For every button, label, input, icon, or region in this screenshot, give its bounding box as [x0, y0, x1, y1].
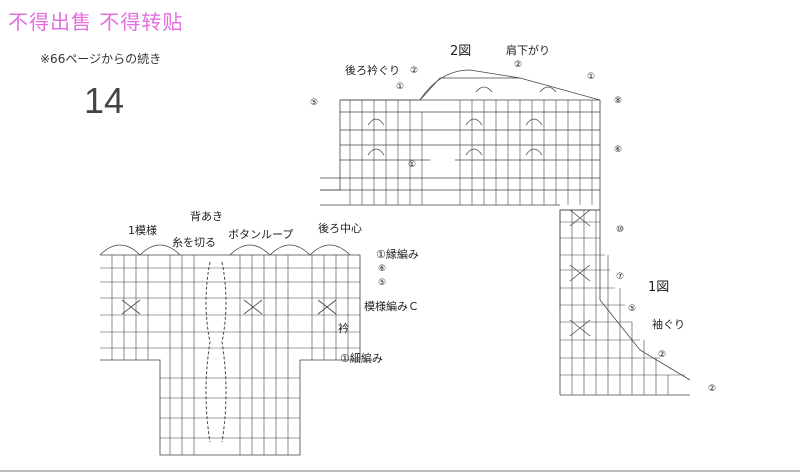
cross-motifs-back: [121, 299, 337, 315]
figure2-left-edge: [320, 100, 341, 191]
row-marker: ⑥: [614, 145, 623, 155]
figure2-outline: [340, 77, 601, 310]
row-marker: ⑤: [378, 278, 387, 288]
figure1-title: 1図: [648, 280, 670, 295]
button-loop-chain: [205, 261, 211, 443]
row-marker: ①: [396, 82, 405, 92]
one-pattern-label: 1模様: [128, 224, 157, 237]
shell-motifs-fig2: [367, 86, 557, 156]
row-marker: ①: [587, 72, 596, 82]
collar-label: 衿: [338, 322, 349, 335]
row-marker: ②: [410, 66, 419, 76]
page-number: 14: [84, 80, 125, 121]
back-center-label: 後ろ中心: [318, 222, 362, 235]
back-opening-title: 背あき: [190, 210, 223, 223]
figure1-outline: [560, 209, 691, 381]
armhole-label: 袖ぐり: [652, 318, 685, 331]
row-marker: ⑩: [616, 225, 625, 235]
watermark-text: 不得出售 不得转贴: [8, 10, 184, 34]
row-marker: ⑤: [310, 98, 319, 108]
page-divider: [0, 470, 800, 472]
cross-motifs-fig1: [569, 209, 591, 337]
row-marker: ⑥: [378, 264, 387, 274]
row-marker: ②: [708, 384, 717, 394]
edge-stitch-top-label: ①縁編み: [376, 248, 419, 261]
back-opening-outline: [100, 254, 361, 456]
figure2-title: 2図: [450, 44, 472, 59]
row-marker: ⑧: [614, 96, 623, 106]
back-neckline-label: 後ろ衿ぐり: [345, 64, 400, 77]
button-loop-label: ボタンループ: [228, 228, 294, 241]
back-neck-curve: [419, 69, 521, 101]
row-marker: ⑦: [616, 272, 625, 282]
pattern-c-label: 模様編みＣ: [364, 300, 419, 313]
back-opening-top-scallops: [99, 244, 351, 256]
row-marker: ①: [408, 160, 417, 170]
row-marker: ②: [658, 350, 667, 360]
shoulder-slope-label: 肩下がり: [506, 44, 550, 57]
row-marker: ⑤: [628, 304, 637, 314]
row-marker: ②: [514, 60, 523, 70]
cut-yarn-label: 糸を切る: [172, 236, 216, 249]
edge-stitch-bottom-label: ①細編み: [340, 352, 383, 365]
reference-note: ※66ページからの続き: [40, 52, 162, 66]
